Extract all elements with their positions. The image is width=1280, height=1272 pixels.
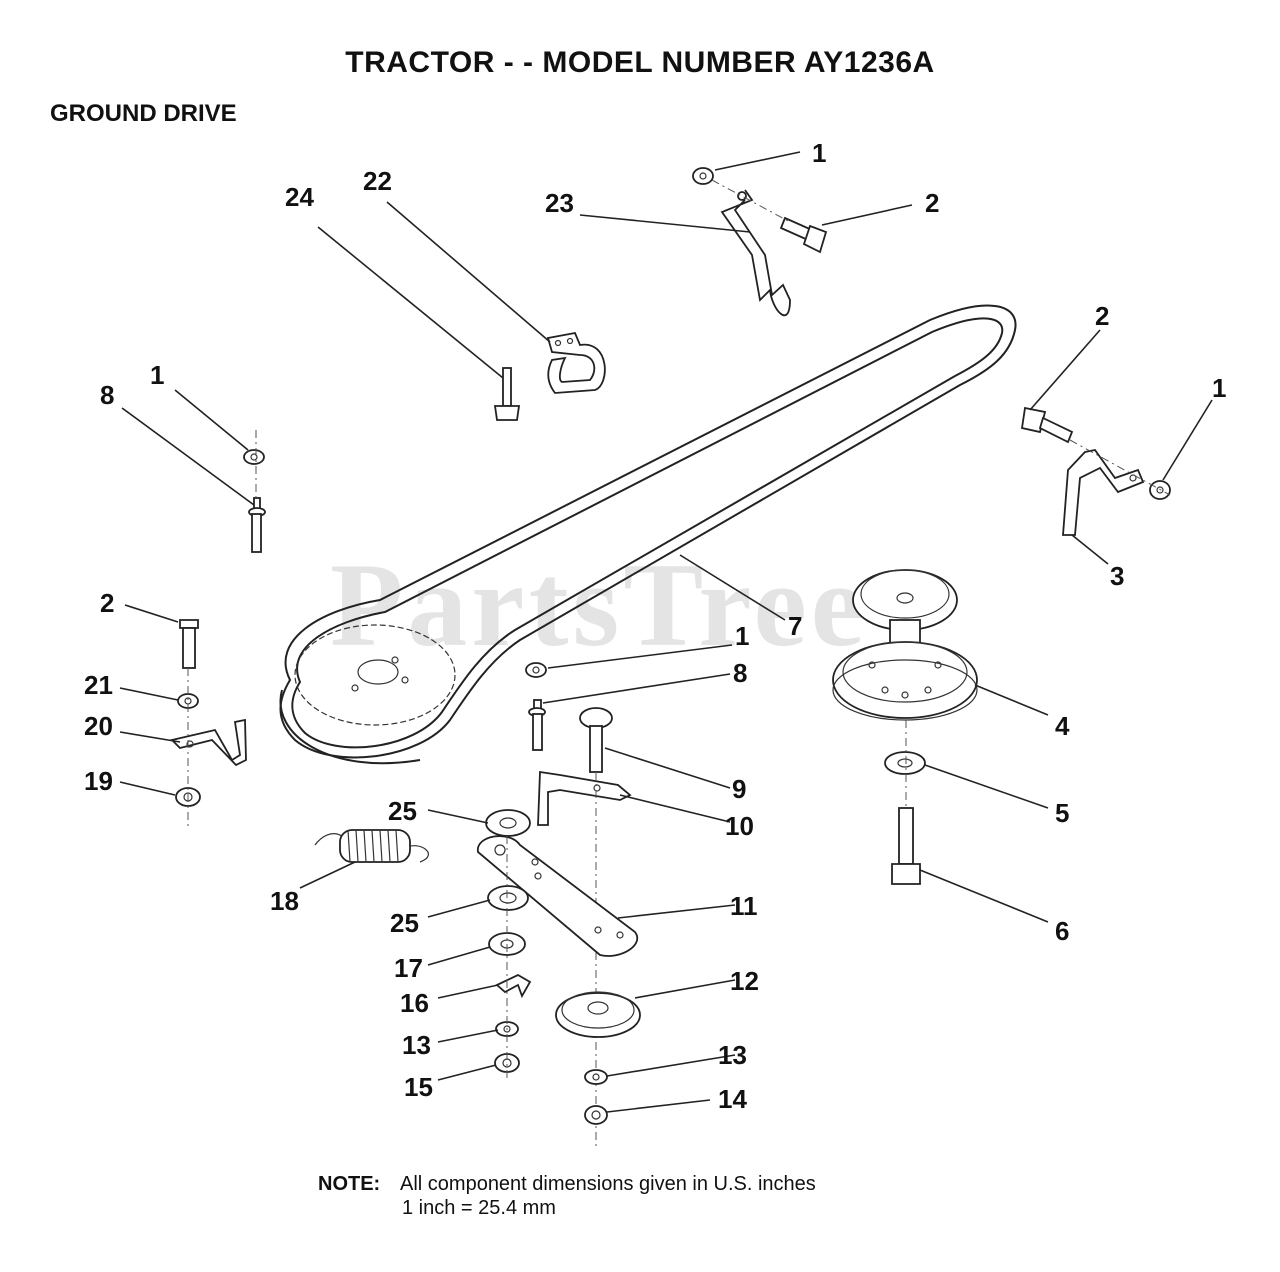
callout-1-right: 1 xyxy=(1212,373,1226,403)
washer-5[interactable] xyxy=(884,751,926,775)
callout-7: 7 xyxy=(788,611,802,641)
callout-15: 15 xyxy=(404,1072,433,1102)
idler-arm[interactable] xyxy=(477,835,638,957)
belt-guide-bracket-top[interactable] xyxy=(720,189,791,317)
shoulder-bolt-mid[interactable] xyxy=(528,699,546,751)
callout-20: 20 xyxy=(84,711,113,741)
callout-14: 14 xyxy=(718,1084,747,1114)
callout-17: 17 xyxy=(394,953,423,983)
callout-13-left: 13 xyxy=(402,1030,431,1060)
callout-12: 12 xyxy=(730,966,759,996)
spacer-25-top[interactable] xyxy=(485,809,531,837)
callout-25-bottom: 25 xyxy=(390,908,419,938)
spacer-25-bottom[interactable] xyxy=(487,885,529,911)
callout-25-top: 25 xyxy=(388,796,417,826)
idler-pulley[interactable] xyxy=(555,991,641,1038)
callout-19: 19 xyxy=(84,766,113,796)
engine-pulley[interactable] xyxy=(294,624,456,726)
hex-nut[interactable] xyxy=(692,167,714,185)
note-line-1: All component dimensions given in U.S. i… xyxy=(400,1173,816,1195)
callout-2-left: 2 xyxy=(100,588,114,618)
callout-1-mid: 1 xyxy=(735,621,749,651)
callout-5: 5 xyxy=(1055,798,1069,828)
hex-nut-left[interactable] xyxy=(243,449,265,465)
watermark: PartsTree xyxy=(330,538,868,671)
callout-10: 10 xyxy=(725,811,754,841)
callout-24: 24 xyxy=(285,182,314,212)
tension-spring[interactable] xyxy=(314,829,429,863)
bracket-10[interactable] xyxy=(537,770,632,826)
bolt[interactable] xyxy=(779,216,828,254)
callout-1-left: 1 xyxy=(150,360,164,390)
note-line-2: 1 inch = 25.4 mm xyxy=(402,1197,556,1219)
callout-8-left: 8 xyxy=(100,380,114,410)
page-title: TRACTOR - - MODEL NUMBER AY1236A xyxy=(345,46,935,79)
hex-nut-14[interactable] xyxy=(584,1105,608,1125)
callout-23: 23 xyxy=(545,188,574,218)
note-label: NOTE: xyxy=(318,1173,381,1195)
section-title: GROUND DRIVE xyxy=(50,100,237,127)
bolt-left-stack[interactable] xyxy=(179,619,199,669)
callout-6: 6 xyxy=(1055,916,1069,946)
callout-16: 16 xyxy=(400,988,429,1018)
callout-1-top: 1 xyxy=(812,138,826,168)
bracket-16[interactable] xyxy=(495,973,532,999)
dimension-note: NOTE: All component dimensions given in U… xyxy=(318,1172,816,1220)
callout-13-right: 13 xyxy=(718,1040,747,1070)
hex-nut-mid[interactable] xyxy=(525,662,547,678)
callout-3: 3 xyxy=(1110,561,1124,591)
callout-2-right: 2 xyxy=(1095,301,1109,331)
belt-guide-bracket-right[interactable] xyxy=(1062,449,1145,536)
callout-21: 21 xyxy=(84,670,113,700)
bolt-right[interactable] xyxy=(1020,406,1074,444)
callout-18: 18 xyxy=(270,886,299,916)
bracket-20[interactable] xyxy=(170,718,247,767)
callout-11: 11 xyxy=(730,891,758,921)
bolt-24[interactable] xyxy=(493,367,521,421)
transmission-pulley[interactable] xyxy=(832,569,978,721)
callout-2-top: 2 xyxy=(925,188,939,218)
callout-8-mid: 8 xyxy=(733,658,747,688)
callout-22: 22 xyxy=(363,166,392,196)
carriage-bolt[interactable] xyxy=(579,707,613,773)
callout-9: 9 xyxy=(732,774,746,804)
bolt-6[interactable] xyxy=(891,807,921,885)
shoulder-bolt-left[interactable] xyxy=(248,497,266,553)
washer-13-right[interactable] xyxy=(584,1069,608,1085)
callout-4: 4 xyxy=(1055,711,1070,741)
belt-guide-22[interactable] xyxy=(546,331,606,394)
drive-belt[interactable] xyxy=(279,304,1017,765)
